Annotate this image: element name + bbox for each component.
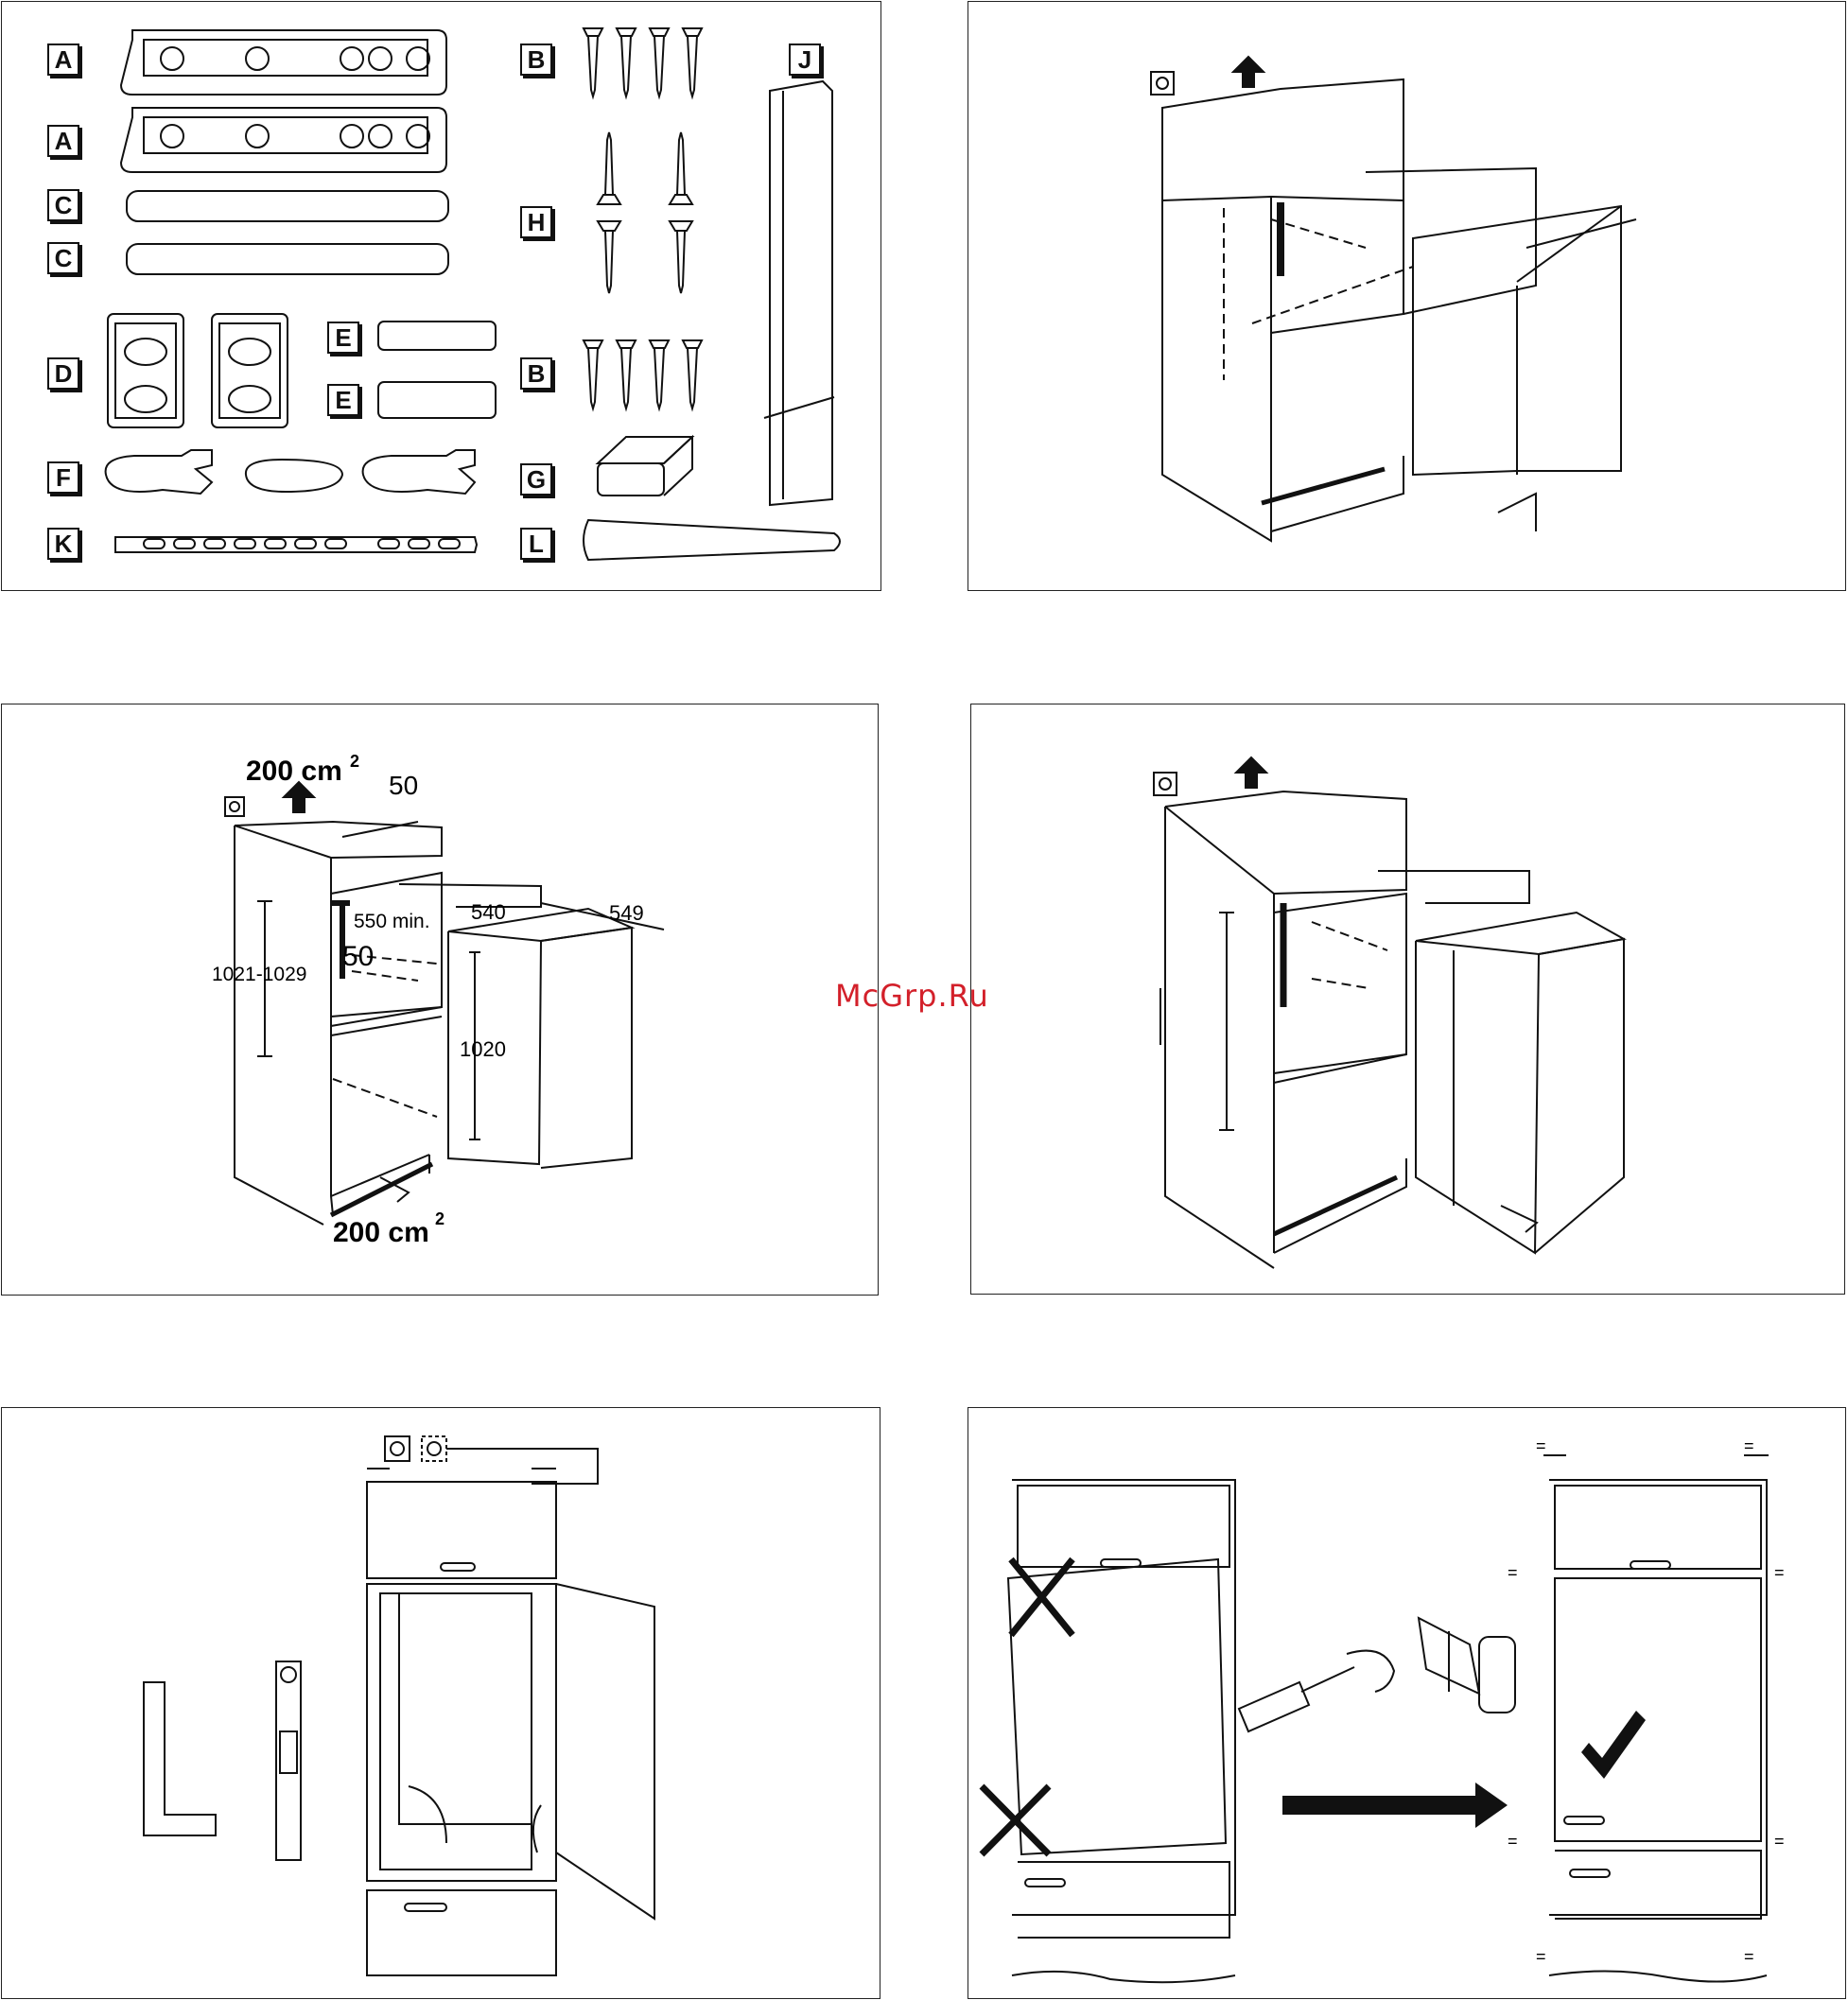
leveling-panel <box>1 1407 880 1999</box>
cross-icon <box>982 1786 1049 1854</box>
parts-illustration <box>2 2 882 592</box>
equal-mark: = <box>1508 1832 1518 1851</box>
checkmark-icon <box>1581 1711 1646 1779</box>
niche-depth-label: 550 min. <box>354 911 430 932</box>
appliance-top <box>1416 913 1624 954</box>
part-d-brackets <box>108 314 288 427</box>
part-c-strip-1 <box>127 191 448 221</box>
equal-mark: = <box>1744 1947 1754 1966</box>
part-label-c1: C <box>47 189 79 221</box>
equal-mark: = <box>1774 1563 1785 1582</box>
screws <box>584 28 702 409</box>
part-label-b1: B <box>520 43 552 76</box>
part-label-f: F <box>47 461 79 494</box>
equal-mark: = <box>1744 1436 1754 1455</box>
gap-side-label: 50 <box>342 941 374 972</box>
niche-illustration-1 <box>968 2 1847 592</box>
socket-icon <box>225 797 244 816</box>
part-label-a1: A <box>47 43 79 76</box>
equal-mark: = <box>1508 1563 1518 1582</box>
socket-icon <box>385 1436 410 1461</box>
part-label-b2: B <box>520 357 552 390</box>
part-c-strip-2 <box>127 244 448 274</box>
part-a-bar-1 <box>121 30 446 95</box>
niche-illustration-2 <box>971 704 1846 1296</box>
part-f-clips <box>106 450 475 494</box>
parts-list-panel: A A C C D E E F K B H B G L J <box>1 1 881 591</box>
hinge-icon <box>1419 1618 1515 1713</box>
niche-height-label: 1021-1029 <box>212 964 306 985</box>
niche-diagram-panel-2 <box>970 704 1845 1295</box>
watermark: McGrp.Ru <box>835 978 989 1014</box>
niche-diagram-panel-1 <box>968 1 1846 591</box>
part-l-profile <box>584 520 840 560</box>
appliance-width-label: 540 <box>471 900 506 924</box>
part-j-profile <box>764 81 834 505</box>
try-square-icon <box>144 1682 216 1835</box>
cross-icon <box>1011 1559 1072 1635</box>
appliance-height-label: 1020 <box>460 1037 506 1061</box>
socket-icon <box>1154 773 1177 795</box>
appliance-depth-label: 549 <box>609 901 644 925</box>
dimensions-illustration: 200 cm 2 50 550 min. 50 1021-1029 540 54… <box>2 704 880 1296</box>
part-e-pad-1 <box>378 322 496 350</box>
equal-mark: = <box>1536 1947 1546 1966</box>
door-alignment-illustration: = = = = = = = = <box>968 1408 1847 2000</box>
part-k-rail <box>115 537 477 552</box>
part-g-block <box>598 437 692 496</box>
part-label-l: L <box>520 528 552 560</box>
part-label-c2: C <box>47 242 79 274</box>
part-e-pad-2 <box>378 382 496 418</box>
part-label-d: D <box>47 357 79 390</box>
vent-bottom-label: 200 cm <box>333 1217 429 1248</box>
socket-icon <box>1151 72 1174 95</box>
part-label-k: K <box>47 528 79 560</box>
socket-icon-outline <box>422 1436 446 1461</box>
part-label-e2: E <box>327 384 359 416</box>
leveling-illustration <box>2 1408 881 2000</box>
part-a-bar-2 <box>121 108 446 172</box>
part-label-e1: E <box>327 322 359 354</box>
dimensions-panel: 200 cm 2 50 550 min. 50 1021-1029 540 54… <box>1 704 879 1296</box>
part-label-h: H <box>520 206 552 238</box>
part-label-j: J <box>789 43 821 76</box>
part-label-g: G <box>520 463 552 496</box>
screwdriver-icon <box>1239 1651 1394 1731</box>
part-label-a2: A <box>47 125 79 157</box>
spirit-level-icon <box>276 1661 301 1860</box>
door-alignment-panel: = = = = = = = = <box>968 1407 1846 1999</box>
equal-mark: = <box>1774 1832 1785 1851</box>
equal-mark: = <box>1536 1436 1546 1455</box>
vent-bottom-superscript: 2 <box>435 1209 445 1228</box>
vent-arrow-up-icon <box>1236 757 1266 788</box>
gap-top-label: 50 <box>389 771 418 800</box>
vent-arrow-up-icon <box>1233 57 1264 87</box>
right-arrow-icon <box>1282 1783 1508 1828</box>
vent-top-label: 200 cm <box>246 756 342 787</box>
vent-top-superscript: 2 <box>350 752 359 771</box>
